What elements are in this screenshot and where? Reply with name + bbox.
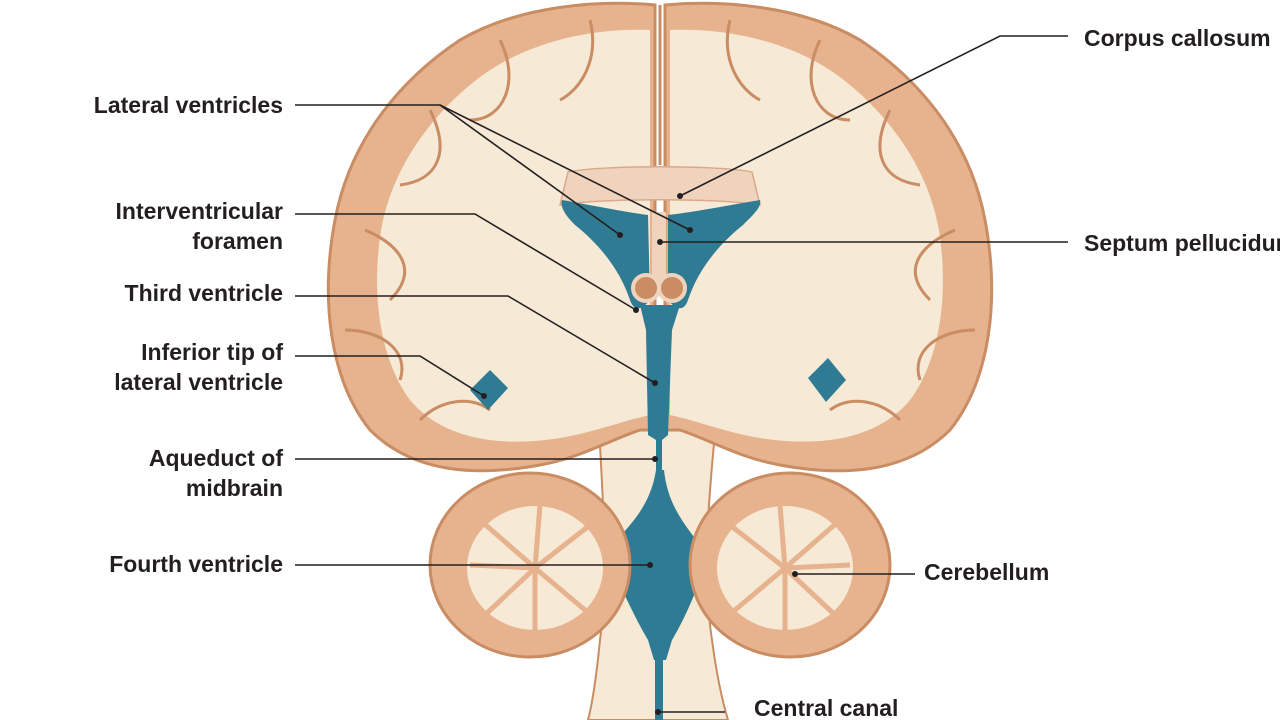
- leader-inferior-tip: [295, 355, 485, 397]
- leader-third-ventricle: [295, 295, 656, 384]
- leader-dots: [481, 193, 798, 715]
- left-white-matter: [377, 29, 650, 442]
- label-third-ventricle: Third ventricle: [125, 278, 283, 308]
- fornix-right: [657, 273, 687, 303]
- label-septum-pellucidum-text: Septum pellucidum: [1084, 230, 1280, 256]
- corpus-callosum: [559, 166, 761, 206]
- fourth-ventricle: [602, 470, 708, 660]
- label-corpus-callosum-text: Corpus callosum: [1084, 25, 1271, 51]
- label-interventricular-line1: Interventricular: [115, 198, 283, 224]
- leader-lines: [295, 35, 1068, 713]
- label-fourth-ventricle: Fourth ventricle: [109, 549, 283, 579]
- leader-interventricular-foramen: [295, 213, 637, 311]
- label-fourth-ventricle-text: Fourth ventricle: [109, 551, 283, 577]
- right-white-matter: [670, 29, 943, 442]
- septum-pellucidum: [652, 212, 666, 282]
- right-lateral-ventricle: [668, 200, 761, 309]
- label-interventricular-foramen: Interventricular foramen: [116, 196, 283, 256]
- label-aqueduct: Aqueduct of midbrain: [149, 443, 283, 503]
- left-inferior-horn: [470, 370, 508, 410]
- label-inferior-tip-line1: Inferior tip of: [141, 339, 283, 365]
- leader-corpus-callosum: [679, 35, 1068, 197]
- label-central-canal: Central canal: [754, 693, 898, 720]
- central-canal: [655, 655, 663, 720]
- label-inferior-tip-line2: lateral ventricle: [114, 369, 283, 395]
- label-septum-pellucidum: Septum pellucidum: [1084, 228, 1280, 258]
- left-lateral-ventricle: [561, 200, 650, 309]
- fornix-left: [631, 273, 661, 303]
- label-central-canal-text: Central canal: [754, 695, 899, 720]
- label-aqueduct-line1: Aqueduct of: [148, 445, 283, 471]
- gyri-folds: [344, 19, 976, 422]
- label-cerebellum: Cerebellum: [924, 557, 1049, 587]
- cerebellum-right: [688, 471, 892, 659]
- label-corpus-callosum: Corpus callosum: [1084, 23, 1271, 53]
- right-inferior-horn: [808, 358, 846, 402]
- label-lateral-ventricles: Lateral ventricles: [94, 90, 283, 120]
- label-lateral-ventricles-text: Lateral ventricles: [93, 92, 283, 118]
- label-aqueduct-line2: midbrain: [185, 475, 283, 501]
- label-cerebellum-text: Cerebellum: [924, 559, 1050, 585]
- label-third-ventricle-text: Third ventricle: [124, 280, 283, 306]
- label-interventricular-line2: foramen: [192, 228, 283, 254]
- third-ventricle: [640, 305, 680, 470]
- label-inferior-tip: Inferior tip of lateral ventricle: [114, 337, 283, 397]
